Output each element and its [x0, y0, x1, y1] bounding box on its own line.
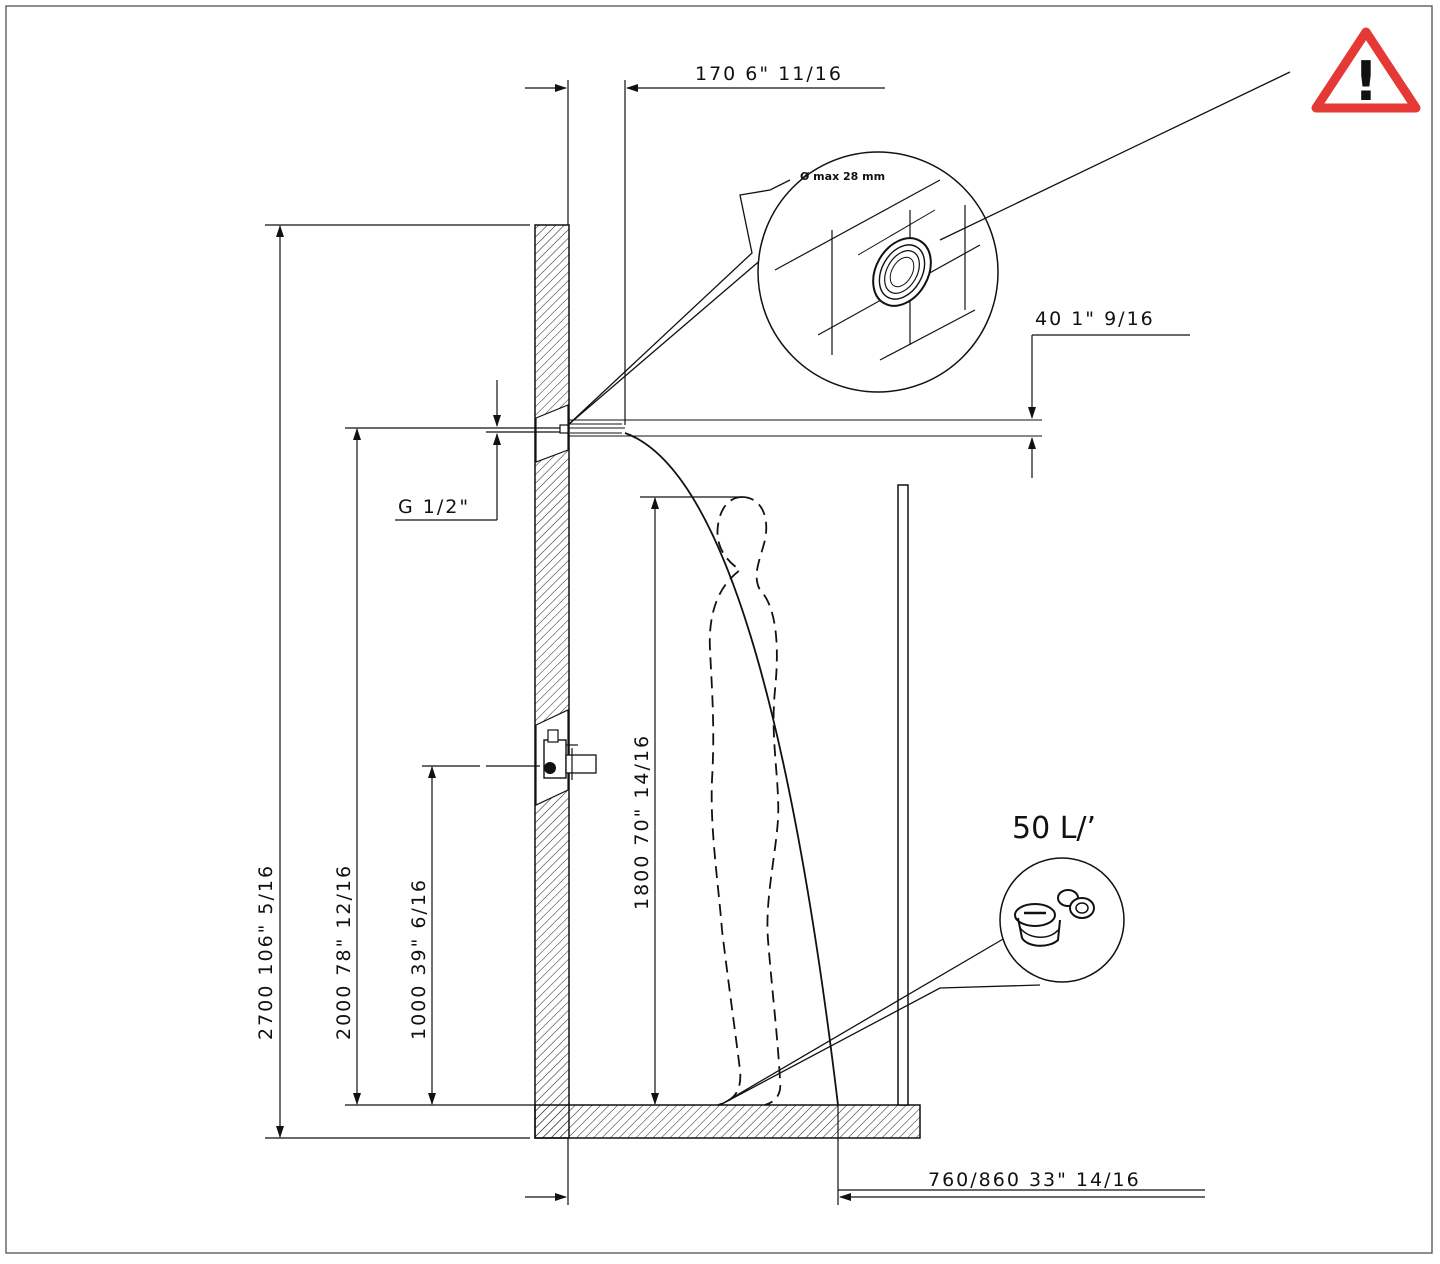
dim-thread: G 1/2"	[398, 496, 470, 518]
dimension-lines	[265, 80, 1205, 1205]
valve-assembly	[543, 729, 597, 780]
water-jet-curve	[624, 432, 839, 1106]
glass-panel	[897, 484, 909, 1106]
drain-detail-callout	[719, 857, 1125, 1106]
person-silhouette	[708, 496, 782, 1106]
dim-valve-height: 1000 39" 6/16	[408, 878, 430, 1040]
warning-symbol: !	[1354, 50, 1379, 113]
dim-nozzle-offset: 170 6" 11/16	[695, 63, 843, 85]
dim-pipe-diameter: 40 1" 9/16	[1035, 308, 1155, 330]
hole-detail-callout	[567, 151, 999, 426]
flow-rate-label: 50 L/’	[1012, 811, 1096, 846]
warning-triangle-icon	[1311, 27, 1421, 113]
hole-diameter-label: Ø max 28 mm	[800, 170, 885, 183]
dim-throw-distance: 760/860 33" 14/16	[928, 1169, 1141, 1191]
warning-leader-line	[939, 71, 1291, 241]
dim-nozzle-height: 2000 78" 12/16	[333, 864, 355, 1040]
page-border	[5, 5, 1433, 1254]
dim-total-height: 2700 106" 5/16	[255, 864, 277, 1040]
dim-person-height: 1800 70" 14/16	[631, 734, 653, 910]
shower-pipe	[486, 419, 1042, 437]
floor-section	[534, 1104, 921, 1139]
wall-section	[534, 224, 570, 1139]
